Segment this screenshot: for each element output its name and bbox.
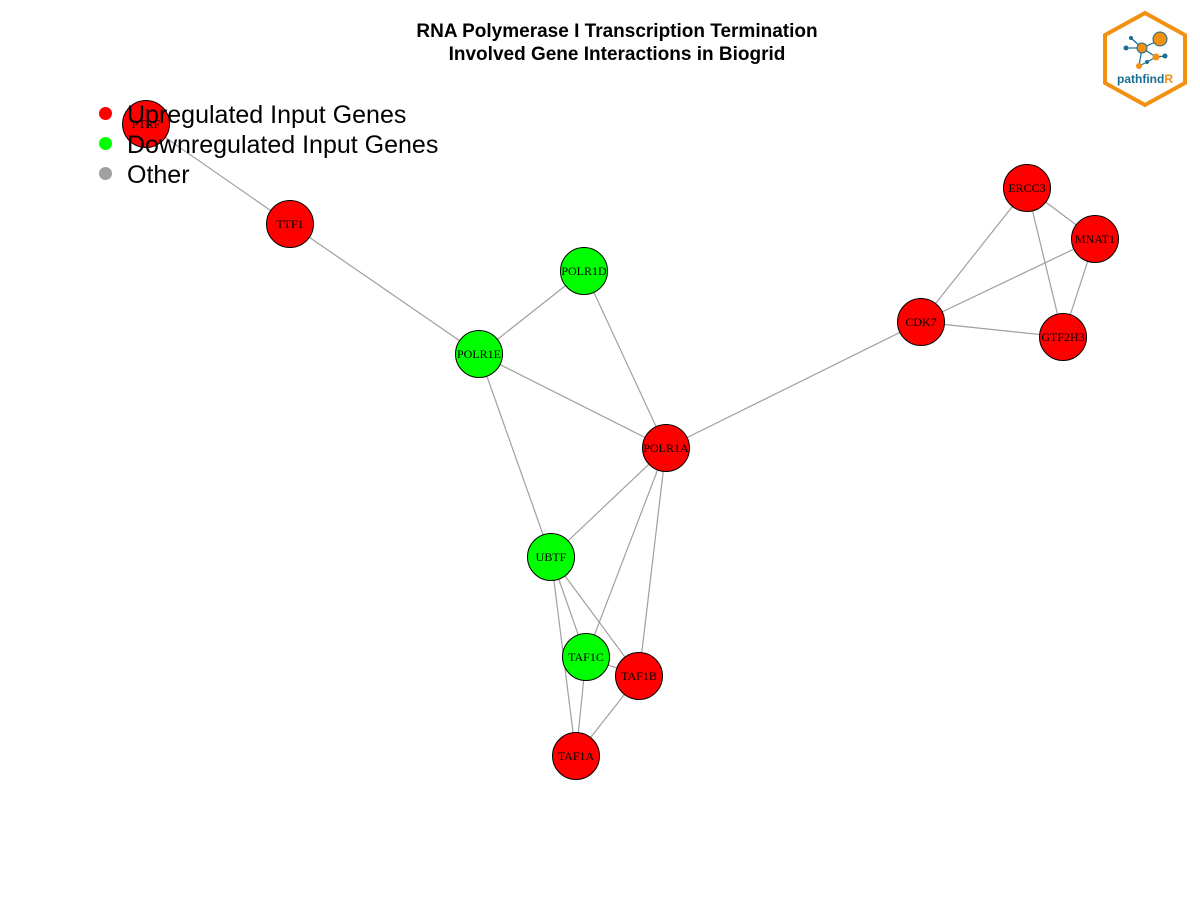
node-circle xyxy=(552,732,600,780)
node-circle xyxy=(1071,215,1119,263)
legend-dot-icon xyxy=(99,167,112,180)
node-label: TTF1 xyxy=(276,217,303,231)
node-label: POLR1D xyxy=(561,264,607,278)
node-taf1b: TAF1B xyxy=(615,652,663,700)
node-ercc3: ERCC3 xyxy=(1003,164,1051,212)
node-circle xyxy=(455,330,503,378)
legend-label: Upregulated Input Genes xyxy=(127,101,407,129)
node-circle xyxy=(527,533,575,581)
chart-title: RNA Polymerase I Transcription Terminati… xyxy=(0,20,1200,66)
node-circle xyxy=(897,298,945,346)
node-circle xyxy=(1003,164,1051,212)
legend-dot-icon xyxy=(99,137,112,150)
node-label: GTF2H3 xyxy=(1041,330,1084,344)
node-gtf2h3: GTF2H3 xyxy=(1039,313,1087,361)
node-polr1d: POLR1D xyxy=(560,247,608,295)
edge-cdk7-ercc3 xyxy=(920,187,1028,323)
node-taf1a: TAF1A xyxy=(552,732,600,780)
svg-text:pathfindR: pathfindR xyxy=(1117,72,1173,86)
node-label: TAF1A xyxy=(558,749,595,763)
node-cdk7: CDK7 xyxy=(897,298,945,346)
edge-polr1e-polr1a xyxy=(478,353,667,449)
logo-text-accent: R xyxy=(1164,72,1173,86)
title-line-1: RNA Polymerase I Transcription Terminati… xyxy=(416,21,818,42)
node-circle xyxy=(560,247,608,295)
node-label: MNAT1 xyxy=(1075,232,1115,246)
edge-polr1a-cdk7 xyxy=(665,321,922,449)
node-label: CDK7 xyxy=(905,315,936,329)
edge-cdk7-mnat1 xyxy=(920,238,1096,323)
node-mnat1: MNAT1 xyxy=(1071,215,1119,263)
node-circle xyxy=(1039,313,1087,361)
node-label: ERCC3 xyxy=(1008,181,1045,195)
node-polr1e: POLR1E xyxy=(455,330,503,378)
node-polr1a: POLR1A xyxy=(642,424,690,472)
edge-ptrf-ttf1 xyxy=(145,123,291,225)
logo-text-main: pathfind xyxy=(1117,72,1164,86)
edge-polr1d-polr1a xyxy=(583,270,667,449)
node-ptrf: PTRF xyxy=(122,100,170,148)
node-label: PTRF xyxy=(132,117,161,131)
edge-ubtf-taf1b xyxy=(550,556,640,677)
edge-polr1a-taf1b xyxy=(638,447,667,677)
node-label: TAF1B xyxy=(621,669,657,683)
node-circle xyxy=(642,424,690,472)
pathfindr-logo: pathfindR xyxy=(1103,10,1187,108)
edge-ttf1-polr1e xyxy=(289,223,480,355)
node-ubtf: UBTF xyxy=(527,533,575,581)
node-label: TAF1C xyxy=(568,650,604,664)
node-circle xyxy=(266,200,314,248)
legend-dot-icon xyxy=(99,107,112,120)
node-circle xyxy=(122,100,170,148)
legend-label: Other xyxy=(127,161,190,189)
legend-label: Downregulated Input Genes xyxy=(127,131,439,159)
edge-ercc3-gtf2h3 xyxy=(1026,187,1064,338)
edge-polr1a-ubtf xyxy=(550,447,667,558)
node-circle xyxy=(562,633,610,681)
node-ttf1: TTF1 xyxy=(266,200,314,248)
node-label: UBTF xyxy=(536,550,567,564)
node-taf1c: TAF1C xyxy=(562,633,610,681)
node-label: POLR1A xyxy=(643,441,689,455)
edge-polr1e-ubtf xyxy=(478,353,552,558)
node-circle xyxy=(615,652,663,700)
node-label: POLR1E xyxy=(457,347,501,361)
title-line-2: Involved Gene Interactions in Biogrid xyxy=(448,44,786,65)
